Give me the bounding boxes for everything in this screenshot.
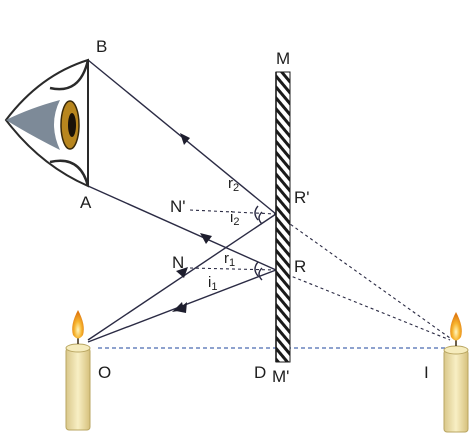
candle-image-icon [443, 312, 469, 433]
label-m: M [276, 49, 290, 68]
label-o: O [98, 363, 111, 382]
arrowhead-incident-upper-ray [176, 267, 188, 278]
label-angle-i2: i2 [230, 209, 239, 228]
label-n: N [172, 253, 184, 272]
virtual-ray-r-prime [275, 213, 451, 339]
label-r-prime: R' [294, 188, 310, 207]
label-angle-r1: r1 [224, 250, 235, 269]
arrowhead-reflected-a [200, 233, 212, 244]
angle-arc-i2 [258, 211, 263, 225]
label-b: B [96, 37, 107, 56]
label-angle-i1: i1 [208, 274, 217, 293]
incident-ray-o-r-prime [87, 213, 277, 341]
angle-arc-r2 [254, 205, 259, 221]
normal-line-n [189, 267, 277, 271]
label-r: R [294, 257, 306, 276]
arrowhead-incident-upper-2 [176, 302, 187, 313]
label-m-prime: M' [272, 367, 289, 386]
normal-line-n-prime [189, 209, 277, 215]
label-d: D [254, 363, 266, 382]
virtual-ray-r [275, 269, 451, 341]
label-angle-r2: r2 [228, 175, 239, 194]
candle-icon [65, 310, 91, 431]
reflected-ray-to-a [87, 185, 277, 271]
angle-arc-i1 [258, 267, 263, 281]
label-n-prime: N' [170, 197, 186, 216]
label-a: A [80, 193, 92, 212]
label-i: I [424, 363, 429, 382]
angle-arc-r1 [254, 261, 259, 277]
plane-mirror [275, 71, 291, 363]
arrowhead-reflected-b [180, 133, 190, 145]
eye-icon [4, 58, 90, 188]
